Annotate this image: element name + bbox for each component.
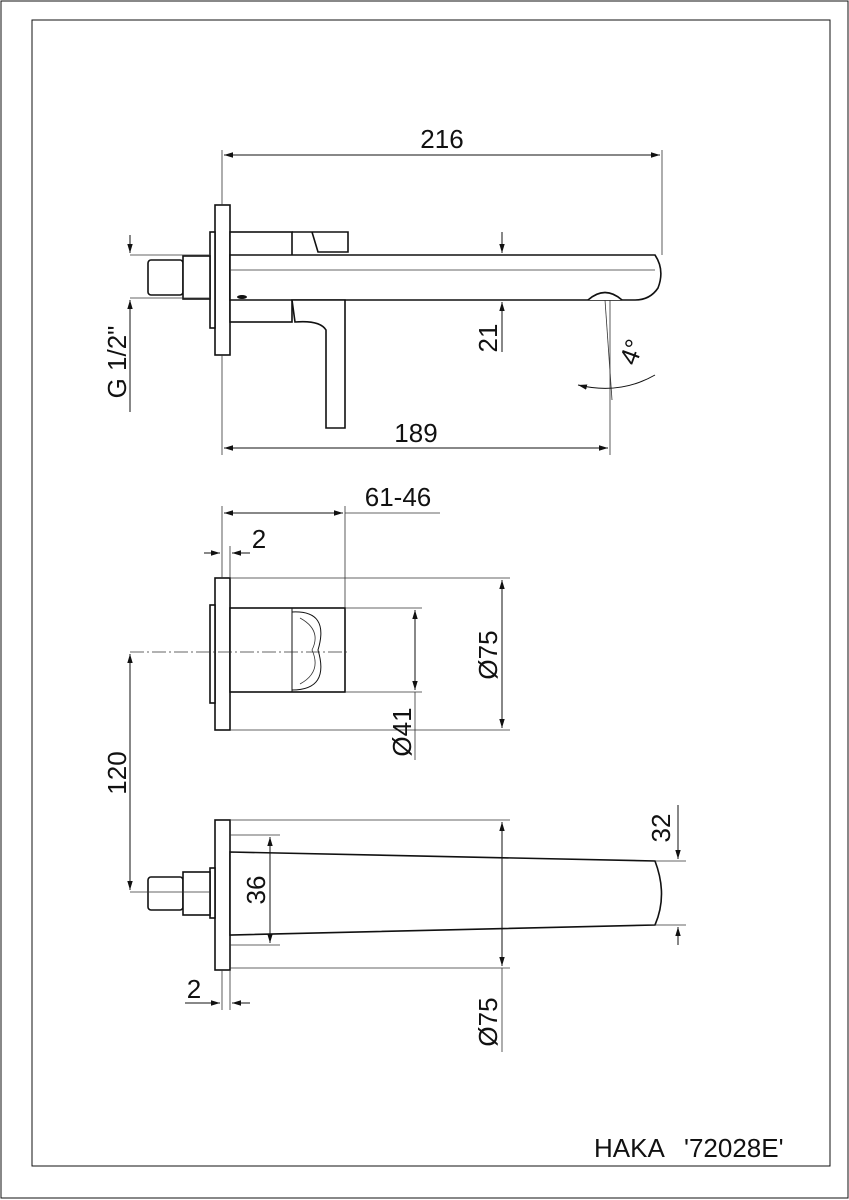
dim-spout-height: 21: [473, 324, 503, 353]
dim-plate-thickness-top: 2: [252, 524, 266, 554]
dim-thread: G 1/2": [102, 326, 132, 399]
drawing-frame: [31, 19, 831, 1167]
spout-top: [229, 851, 663, 936]
brand-label: HAKA: [594, 1133, 665, 1163]
title-block: HAKA '72028E': [594, 1133, 784, 1163]
dim-spout-width: 36: [241, 876, 271, 905]
product-code: '72028E': [684, 1133, 784, 1163]
dim-plate-diameter-mid: Ø75: [473, 630, 503, 679]
threaded-inlet: [147, 259, 184, 296]
front-view: 61-46 2 Ø75 Ø41 120: [102, 482, 510, 890]
dim-body-diameter: Ø41: [387, 707, 417, 756]
dim-plate-thickness-bottom: 2: [187, 974, 201, 1004]
dim-spout-reach: 189: [394, 418, 437, 448]
dim-depth-range: 61-46: [365, 482, 432, 512]
dim-center-distance: 120: [102, 751, 132, 794]
dim-plate-diameter-bottom: Ø75: [473, 997, 503, 1046]
side-view: 216 189 21 4° G 1/2": [102, 124, 663, 455]
dim-angle: 4°: [613, 335, 650, 369]
wall-plate: [214, 204, 231, 356]
spout: [229, 254, 662, 301]
dim-spout-tip: 32: [646, 814, 676, 843]
body-front: [229, 607, 346, 693]
top-view: 36 32 Ø75 2: [130, 805, 686, 1052]
dim-overall-length: 216: [420, 124, 463, 154]
lever-handle: [291, 299, 346, 429]
